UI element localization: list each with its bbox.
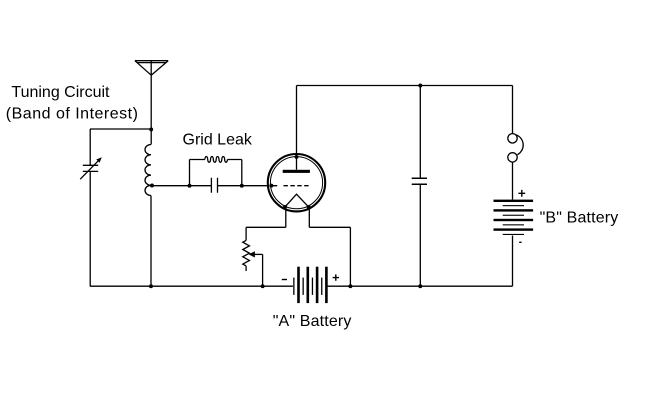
svg-text:(Band of Interest): (Band of Interest) bbox=[6, 106, 139, 123]
svg-text:Tuning Circuit: Tuning Circuit bbox=[11, 84, 110, 101]
svg-text:"A" Battery: "A" Battery bbox=[273, 313, 352, 330]
svg-text:Grid Leak: Grid Leak bbox=[183, 132, 253, 149]
svg-text:"B" Battery: "B" Battery bbox=[540, 209, 619, 226]
